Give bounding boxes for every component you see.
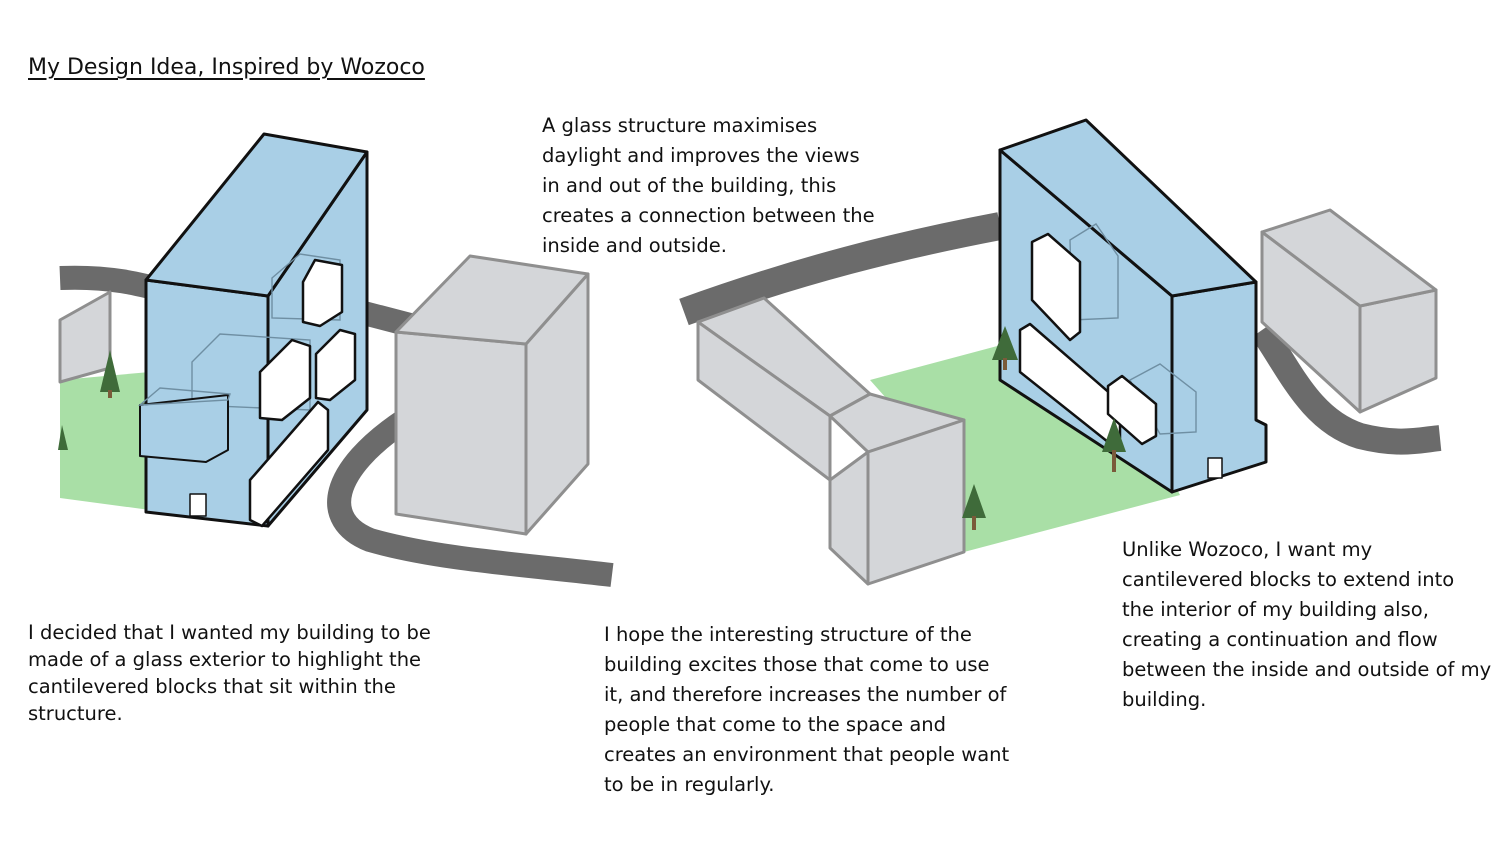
right-neighbour-block-roof: [1260, 208, 1438, 308]
right-tree-1: [992, 326, 1018, 370]
right-glass-building-roof: [998, 118, 1258, 298]
left-cantilever-box-mid: [258, 338, 312, 422]
left-sketch: [58, 132, 614, 587]
caption-left: I decided that I wanted my building to b…: [28, 621, 431, 725]
left-cantilever-box-front: [139, 394, 229, 463]
left-cantilever-box-top: [301, 258, 344, 328]
right-tree-3: [962, 484, 986, 530]
right-building-door: [1207, 457, 1223, 479]
left-grass-area: [60, 372, 150, 510]
right-l-building-front: [828, 450, 870, 586]
caption-middle: I hope the interesting structure of the …: [604, 623, 1010, 796]
left-glass-building-roof: [144, 132, 369, 298]
left-neighbour-building: [58, 290, 112, 384]
left-neighbour-block-front: [394, 330, 528, 536]
left-building-door: [189, 493, 207, 517]
left-cantilever-long-block: [248, 400, 330, 528]
left-tree-small: [58, 425, 68, 450]
right-road-back: [679, 212, 1003, 326]
caption-right: Unlike Wozoco, I want my cantilevered bl…: [1122, 538, 1492, 711]
right-neighbour-block-side: [1358, 288, 1438, 414]
left-cantilever-box-right: [314, 328, 357, 402]
right-cantilever-box-lower: [1106, 374, 1158, 446]
page-title: My Design Idea, Inspired by Wozoco: [28, 55, 425, 80]
caption-glass-structure: A glass structure maximises daylight and…: [542, 114, 875, 257]
right-cantilever-box-upper: [1030, 232, 1082, 342]
right-tree-2: [1102, 418, 1126, 472]
right-sketch: [679, 118, 1442, 586]
left-neighbour-block-roof: [394, 254, 590, 346]
right-road-right: [1251, 322, 1442, 455]
right-l-building-side: [866, 418, 966, 586]
left-tree: [100, 350, 120, 398]
